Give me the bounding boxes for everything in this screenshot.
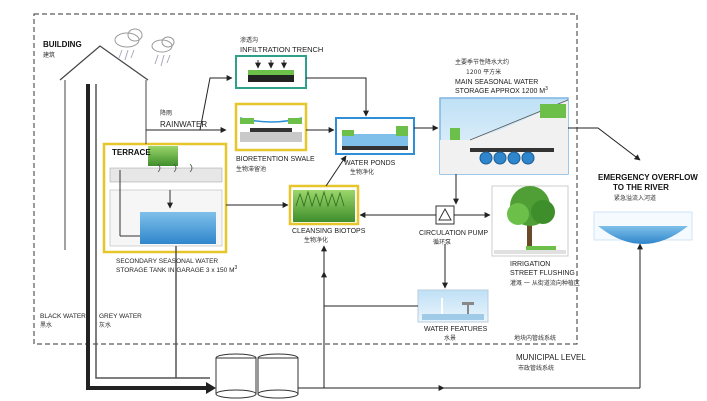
grey-water-label: GREY WATER bbox=[99, 313, 142, 320]
main-storage-label-1: MAIN SEASONAL WATER bbox=[455, 79, 538, 86]
circulation-pump-label: CIRCULATION PUMP bbox=[419, 230, 488, 237]
water-ponds-label-zh: 生物净化 bbox=[350, 168, 374, 176]
circulation-pump-label-zh: 循环泵 bbox=[433, 238, 451, 246]
water-ponds-panel bbox=[335, 117, 415, 155]
municipal-label: MUNICIPAL LEVEL bbox=[516, 353, 586, 362]
bioretention-swale-panel bbox=[234, 102, 308, 152]
main-storage-label-2: STORAGE APPROX 1200 M3 bbox=[455, 86, 548, 95]
pump-icon bbox=[435, 205, 455, 225]
rain-cloud-icon bbox=[114, 28, 143, 61]
black-water-label-zh: 黑水 bbox=[40, 321, 52, 329]
emergency-label-zh: 紧急溢流入河道 bbox=[614, 194, 656, 202]
terrace-panel bbox=[102, 142, 228, 254]
cleansing-label: CLEANSING BIOTOPS bbox=[292, 228, 366, 235]
bioretention-label: BIORETENTION SWALE bbox=[236, 156, 315, 163]
grey-water-label-zh: 灰水 bbox=[99, 321, 111, 329]
water-ponds-label: WATER PONDS bbox=[344, 160, 396, 167]
main-storage-label-zh1: 主要季节性降水大约 bbox=[455, 58, 509, 66]
secondary-storage-label-1: SECONDARY SEASONAL WATER bbox=[116, 258, 218, 265]
municipal-tank bbox=[215, 353, 257, 399]
cleansing-label-zh: 生物净化 bbox=[304, 236, 328, 244]
water-features-label: WATER FEATURES bbox=[424, 326, 488, 333]
emergency-label-2: TO THE RIVER bbox=[613, 183, 669, 192]
municipal-tank bbox=[257, 353, 299, 399]
cleansing-biotops-panel bbox=[288, 184, 360, 226]
bioretention-label-zh: 生物滞留池 bbox=[236, 165, 266, 173]
rainwater-label-zh: 降雨 bbox=[160, 109, 172, 117]
rain-cloud-icon bbox=[151, 36, 175, 67]
water-features-label-zh: 水景 bbox=[444, 334, 456, 342]
water-features-panel bbox=[417, 289, 489, 323]
infiltration-trench-panel bbox=[235, 55, 307, 89]
main-storage-panel bbox=[439, 97, 569, 175]
irrigation-label-1: IRRIGATION bbox=[510, 261, 550, 268]
infiltration-label: INFILTRATION TRENCH bbox=[240, 45, 323, 54]
irrigation-label-2: STREET FLUSHING bbox=[510, 270, 575, 277]
main-storage-label-zh2: 1200 平方米 bbox=[466, 68, 501, 76]
secondary-storage-label-2: STORAGE TANK IN GARAGE 3 x 150 M3 bbox=[116, 265, 237, 274]
emergency-label-1: EMERGENCY OVERFLOW bbox=[598, 173, 698, 182]
plot-system-label-zh: 地块内管线系统 bbox=[514, 334, 556, 342]
black-water-label: BLACK WATER bbox=[40, 313, 86, 320]
river-basin bbox=[593, 211, 693, 244]
building-label-zh: 建筑 bbox=[43, 51, 55, 59]
building-label: BUILDING bbox=[43, 40, 82, 49]
black-water-pipe bbox=[86, 84, 210, 390]
irrigation-panel bbox=[491, 185, 569, 257]
infiltration-label-zh: 渗透沟 bbox=[240, 36, 258, 44]
plot-boundary bbox=[33, 13, 578, 345]
terrace-label: TERRACE bbox=[112, 148, 151, 157]
grey-water-pipe bbox=[95, 84, 210, 379]
irrigation-label-zh: 灌溉 一 从街道流向种植区 bbox=[510, 279, 580, 287]
rainwater-label: RAINWATER bbox=[160, 120, 207, 129]
municipal-label-zh: 市政管线系统 bbox=[518, 364, 554, 372]
